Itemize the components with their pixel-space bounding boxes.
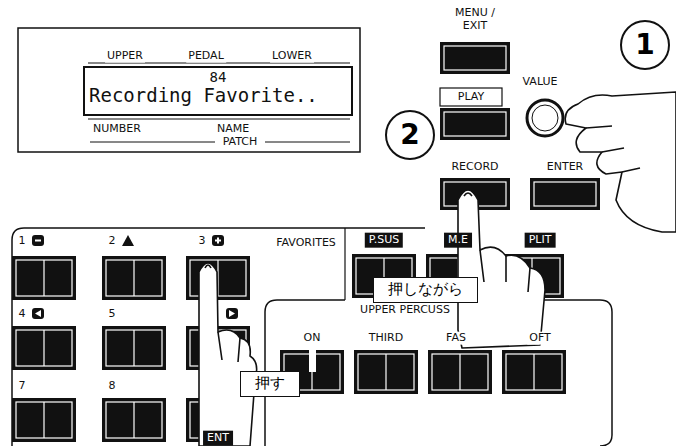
display-frame bbox=[18, 28, 360, 152]
display-footer: PATCH bbox=[221, 136, 260, 149]
lcd-text: Recording Favorite.. bbox=[89, 85, 347, 106]
callout-text: 2 bbox=[400, 121, 419, 149]
lcd-text: 84 bbox=[89, 70, 347, 85]
display-header: PEDAL bbox=[186, 50, 226, 63]
button-label: FAS bbox=[444, 332, 468, 345]
panel-title: FAVORITES bbox=[274, 237, 338, 250]
button-label: PLIT bbox=[525, 233, 556, 248]
label-text: 押しながら bbox=[388, 280, 463, 300]
lcd-screen: 84Recording Favorite.. bbox=[83, 66, 353, 116]
instruction-label: 押す bbox=[240, 371, 300, 397]
value-knob bbox=[527, 100, 563, 136]
knob-label: VALUE bbox=[521, 76, 560, 89]
callout-number: 1 bbox=[620, 20, 670, 70]
favorite-number: 8 bbox=[107, 380, 118, 393]
button-label: OFT bbox=[527, 332, 553, 345]
button-label: RECORD bbox=[449, 161, 500, 174]
button-label: MENU / EXIT bbox=[447, 7, 503, 32]
callout-number: 2 bbox=[385, 110, 435, 160]
favorite-number: 7 bbox=[17, 380, 28, 393]
favorite-number: 3 bbox=[197, 235, 208, 248]
panel-title: UPPER PERCUSS bbox=[358, 304, 452, 317]
callout-text: 1 bbox=[635, 31, 654, 59]
favorite-number: 5 bbox=[107, 308, 118, 321]
button-label: THIRD bbox=[367, 332, 405, 345]
display-header: LOWER bbox=[270, 50, 314, 63]
favorites-panel bbox=[12, 228, 425, 446]
hand-illustration bbox=[199, 92, 676, 446]
button-label: ON bbox=[302, 332, 323, 345]
favorite-number: 1 bbox=[17, 235, 28, 248]
button-label: ENTER bbox=[545, 161, 586, 174]
display-header: UPPER bbox=[105, 50, 145, 63]
button-label: ENT bbox=[203, 431, 233, 446]
display-footer: NAME bbox=[215, 123, 251, 136]
favorite-number: 2 bbox=[107, 235, 118, 248]
button-label: PLAY bbox=[456, 91, 486, 104]
play-button bbox=[440, 108, 510, 140]
favorite-number: 4 bbox=[17, 308, 28, 321]
instruction-label: 押しながら bbox=[373, 277, 478, 303]
label-text: 押す bbox=[255, 374, 285, 394]
enter-button bbox=[530, 178, 600, 210]
play-label-box bbox=[440, 88, 502, 106]
button-label: M.E bbox=[444, 233, 472, 248]
on-indicator bbox=[309, 350, 316, 372]
menu-exit-button bbox=[440, 42, 510, 74]
button-label: P.SUS bbox=[365, 233, 403, 248]
display-footer: NUMBER bbox=[91, 123, 143, 136]
